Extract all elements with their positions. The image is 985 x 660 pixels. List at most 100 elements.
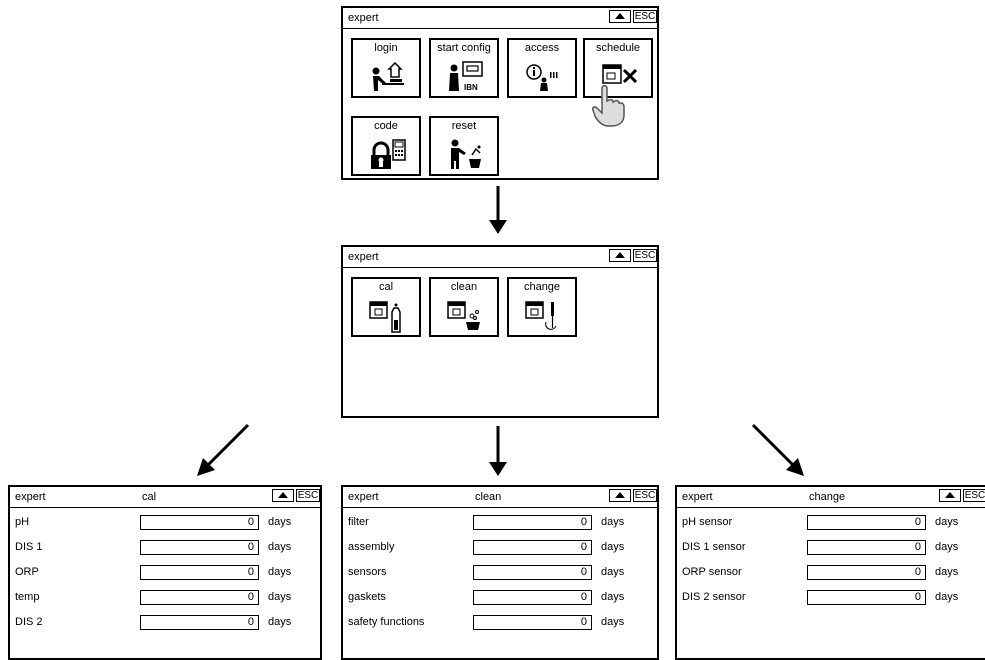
row-label: DIS 2 sensor xyxy=(682,591,746,603)
row-label: DIS 2 xyxy=(15,616,43,628)
screen-header: expert clean ESC xyxy=(343,487,657,508)
tile-label: login xyxy=(374,42,398,54)
code-icon xyxy=(371,139,406,169)
reset-icon xyxy=(451,139,481,169)
arrow-down-left xyxy=(197,423,250,476)
days-input[interactable]: 0 xyxy=(473,590,592,605)
screen-title: expert xyxy=(348,491,379,503)
unit-label: days xyxy=(935,591,959,603)
row-label: ORP sensor xyxy=(682,566,742,578)
screen-header: expert change ESC xyxy=(677,487,985,508)
tile-label: schedule xyxy=(595,42,641,54)
esc-button[interactable]: ESC xyxy=(633,10,657,23)
unit-label: days xyxy=(601,516,625,528)
row-label: assembly xyxy=(348,541,395,553)
days-input[interactable]: 0 xyxy=(807,590,926,605)
arrow-down xyxy=(489,186,507,234)
screen-title: expert xyxy=(15,491,46,503)
tile-label: code xyxy=(374,120,398,132)
screen-header: expert ESC xyxy=(343,8,657,29)
tile-schedule[interactable]: schedule xyxy=(583,38,653,98)
screen-subtitle: cal xyxy=(142,491,157,503)
setting-row: pH sensor 0 days xyxy=(677,514,985,534)
unit-label: days xyxy=(268,591,292,603)
days-input[interactable]: 0 xyxy=(140,590,259,605)
home-icon[interactable] xyxy=(609,489,631,502)
setting-row: ORP sensor 0 days xyxy=(677,564,985,584)
unit-label: days xyxy=(935,516,959,528)
row-label: gaskets xyxy=(348,591,386,603)
home-icon[interactable] xyxy=(609,10,631,23)
calendar-clean-icon xyxy=(447,301,480,330)
hand-pointer-icon xyxy=(592,85,625,127)
home-icon[interactable] xyxy=(609,249,631,262)
unit-label: days xyxy=(601,566,625,578)
days-input[interactable]: 0 xyxy=(807,515,926,530)
days-input[interactable]: 0 xyxy=(807,565,926,580)
unit-label: days xyxy=(268,516,292,528)
calendar-change-icon xyxy=(525,301,557,330)
unit-label: days xyxy=(601,616,625,628)
tile-reset[interactable]: reset xyxy=(429,116,499,176)
row-label: pH xyxy=(15,516,30,528)
tile-login[interactable]: login xyxy=(351,38,421,98)
change-panel: expert change ESC pH sensor 0 days DIS 1… xyxy=(675,485,985,660)
esc-button[interactable]: ESC xyxy=(963,489,985,502)
tile-cal[interactable]: cal xyxy=(351,277,421,337)
arrow-down-right xyxy=(751,423,804,476)
tile-access[interactable]: access xyxy=(507,38,577,98)
setting-row: ORP 0 days xyxy=(10,564,320,584)
home-icon[interactable] xyxy=(272,489,294,502)
row-label: DIS 1 sensor xyxy=(682,541,746,553)
days-input[interactable]: 0 xyxy=(140,540,259,555)
setting-row: sensors 0 days xyxy=(343,564,657,584)
screen-title: expert xyxy=(348,12,379,24)
access-icon xyxy=(526,64,558,91)
days-input[interactable]: 0 xyxy=(807,540,926,555)
tile-clean[interactable]: clean xyxy=(429,277,499,337)
screen-subtitle: clean xyxy=(475,491,502,503)
setting-row: DIS 2 0 days xyxy=(10,614,320,634)
days-input[interactable]: 0 xyxy=(473,615,592,630)
esc-button[interactable]: ESC xyxy=(633,489,657,502)
setting-row: pH 0 days xyxy=(10,514,320,534)
row-label: temp xyxy=(15,591,40,603)
days-input[interactable]: 0 xyxy=(140,615,259,630)
start-config-icon: IBN xyxy=(449,61,483,92)
expert-menu-screen: expert ESC login start config IBN access xyxy=(341,6,659,180)
screen-header: expert ESC xyxy=(343,247,657,268)
tile-label: clean xyxy=(450,281,478,293)
row-label: sensors xyxy=(348,566,387,578)
schedule-screen: expert ESC cal clean change xyxy=(341,245,659,418)
row-label: filter xyxy=(348,516,369,528)
unit-label: days xyxy=(601,591,625,603)
tile-label: access xyxy=(524,42,560,54)
screen-title: expert xyxy=(348,251,379,263)
schedule-icon xyxy=(602,64,638,84)
arrow-down xyxy=(489,426,507,476)
row-label: pH sensor xyxy=(682,516,733,528)
days-input[interactable]: 0 xyxy=(140,565,259,580)
tile-code[interactable]: code xyxy=(351,116,421,176)
setting-row: filter 0 days xyxy=(343,514,657,534)
cal-panel: expert cal ESC pH 0 days DIS 1 0 days OR… xyxy=(8,485,322,660)
days-input[interactable]: 0 xyxy=(473,540,592,555)
unit-label: days xyxy=(935,566,959,578)
clean-panel: expert clean ESC filter 0 days assembly … xyxy=(341,485,659,660)
tile-label: reset xyxy=(451,120,477,132)
esc-button[interactable]: ESC xyxy=(296,489,320,502)
unit-label: days xyxy=(601,541,625,553)
days-input[interactable]: 0 xyxy=(140,515,259,530)
setting-row: DIS 1 0 days xyxy=(10,539,320,559)
setting-row: safety functions 0 days xyxy=(343,614,657,634)
tile-start-config[interactable]: start config IBN xyxy=(429,38,499,98)
days-input[interactable]: 0 xyxy=(473,565,592,580)
row-label: DIS 1 xyxy=(15,541,43,553)
esc-button[interactable]: ESC xyxy=(633,249,657,262)
unit-label: days xyxy=(268,566,292,578)
tile-change[interactable]: change xyxy=(507,277,577,337)
home-icon[interactable] xyxy=(939,489,961,502)
screen-title: expert xyxy=(682,491,713,503)
ibn-text: IBN xyxy=(464,83,478,92)
days-input[interactable]: 0 xyxy=(473,515,592,530)
